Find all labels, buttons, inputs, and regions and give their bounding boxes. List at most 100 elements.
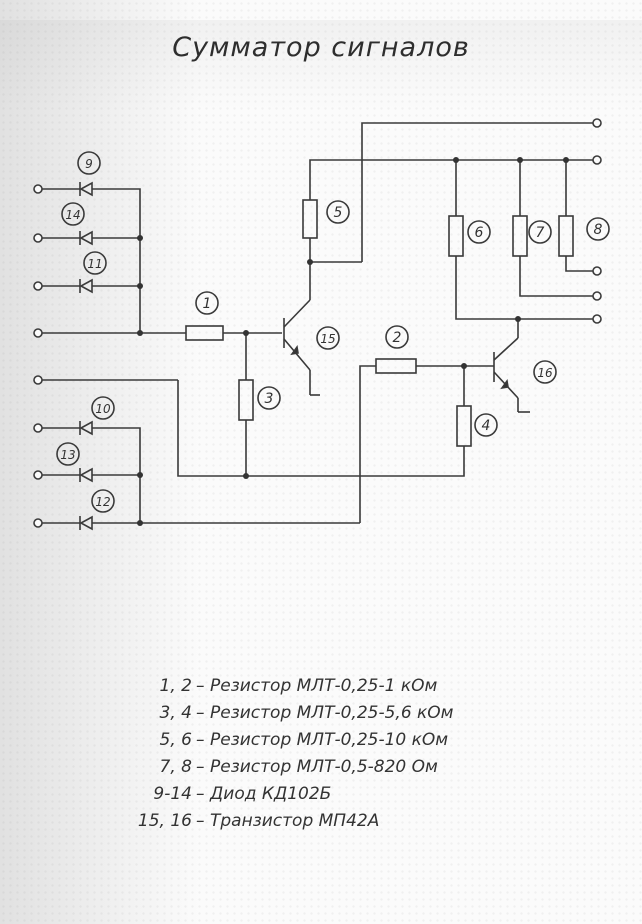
- terminal-output-5: [592, 314, 602, 324]
- terminal-input-1: [33, 184, 43, 194]
- wire-ground-bus: [177, 380, 465, 477]
- junctions: [137, 157, 569, 526]
- legend-dash: –: [196, 811, 205, 831]
- diode-d11: [79, 278, 93, 294]
- legend-desc: Транзистор МП42А: [210, 811, 380, 831]
- label-d14: 14: [65, 208, 80, 222]
- legend-desc: Резистор МЛТ-0,5-820 Ом: [210, 757, 438, 777]
- resistor-r4: [456, 405, 472, 447]
- label-d13: 13: [60, 448, 75, 462]
- terminal-output-1: [592, 118, 602, 128]
- legend-ids: 3, 4: [159, 703, 192, 723]
- terminal-input-2: [33, 233, 43, 243]
- wire-r6-output: [455, 256, 593, 320]
- legend-dash: –: [196, 676, 205, 696]
- junction-dot: [563, 157, 569, 163]
- label-r6: 6: [475, 225, 484, 241]
- legend-row: 9-14 – Диод КД102Б: [0, 781, 642, 808]
- junction-dot: [137, 520, 143, 526]
- junction-dot: [137, 235, 143, 241]
- component-labels: 1 2 3 4 5 6 7 8 9 14 11 10 13 12 15 16: [60, 157, 602, 509]
- junction-dot: [517, 157, 523, 163]
- junction-dot: [243, 330, 249, 336]
- label-r5: 5: [334, 205, 343, 221]
- label-r3: 3: [265, 391, 274, 407]
- resistor-r2: [375, 358, 417, 374]
- label-r8: 8: [594, 222, 603, 238]
- legend-row: 7, 8 – Резистор МЛТ-0,5-820 Ом: [0, 754, 642, 781]
- diodes: [79, 181, 93, 531]
- terminal-input-5: [33, 375, 43, 385]
- component-legend: 1, 2 – Резистор МЛТ-0,25-1 кОм 3, 4 – Ре…: [0, 673, 642, 835]
- label-circles: [56, 151, 610, 513]
- diagram-title: Сумматор сигналов: [172, 32, 470, 63]
- terminal-output-4: [592, 291, 602, 301]
- terminal-input-6: [33, 423, 43, 433]
- wire-top-output: [361, 122, 593, 262]
- legend-desc: Резистор МЛТ-0,25-10 кОм: [210, 730, 449, 750]
- diode-d9: [79, 181, 93, 197]
- label-r7: 7: [536, 225, 545, 241]
- legend-dash: –: [196, 757, 205, 777]
- wire-r8-output: [565, 256, 593, 272]
- resistor-r3: [238, 379, 254, 421]
- legend-row: 1, 2 – Резистор МЛТ-0,25-1 кОм: [0, 673, 642, 700]
- legend-dash: –: [196, 703, 205, 723]
- junction-dot: [453, 157, 459, 163]
- legend-ids: 9-14: [153, 784, 192, 804]
- resistor-r5: [302, 199, 318, 239]
- junction-dot: [137, 330, 143, 336]
- diode-d12: [79, 515, 93, 531]
- wires: [42, 122, 593, 524]
- label-d9: 9: [85, 157, 93, 171]
- legend-ids: 1, 2: [159, 676, 192, 696]
- label-t16: 16: [537, 366, 553, 380]
- terminal-output-3: [592, 266, 602, 276]
- diode-d14: [79, 230, 93, 246]
- terminal-input-4: [33, 328, 43, 338]
- paper-shadow: [0, 0, 200, 924]
- terminal-output-2: [592, 155, 602, 165]
- diode-d13: [79, 467, 93, 483]
- wire-r2-input: [359, 365, 376, 519]
- transistor-t16: [493, 337, 519, 399]
- wire-r7-output: [519, 256, 593, 297]
- resistors: [185, 199, 574, 447]
- junction-dot: [137, 283, 143, 289]
- label-t15: 15: [320, 332, 335, 346]
- junction-dot: [243, 473, 249, 479]
- terminal-input-8: [33, 518, 43, 528]
- label-d10: 10: [95, 402, 111, 416]
- resistor-r1: [185, 325, 224, 341]
- legend-desc: Резистор МЛТ-0,25-1 кОм: [210, 676, 438, 696]
- junction-dot: [515, 316, 521, 322]
- resistor-r7: [512, 215, 528, 257]
- label-d12: 12: [95, 495, 110, 509]
- legend-row: 3, 4 – Резистор МЛТ-0,25-5,6 кОм: [0, 700, 642, 727]
- label-r4: 4: [482, 418, 491, 434]
- label-r2: 2: [393, 330, 402, 346]
- label-r1: 1: [203, 296, 212, 312]
- legend-dash: –: [196, 730, 205, 750]
- legend-desc: Резистор МЛТ-0,25-5,6 кОм: [210, 703, 454, 723]
- resistor-r8: [558, 215, 574, 257]
- wire-diode-bus-lower: [92, 427, 141, 523]
- legend-dash: –: [196, 784, 205, 804]
- terminals: [33, 118, 602, 528]
- legend-ids: 15, 16: [137, 811, 192, 831]
- terminal-input-3: [33, 281, 43, 291]
- legend-ids: 5, 6: [159, 730, 192, 750]
- junction-dot: [461, 363, 467, 369]
- junction-dot: [307, 259, 313, 265]
- terminal-input-7: [33, 470, 43, 480]
- diode-d10: [79, 420, 93, 436]
- transistor-t15: [283, 299, 311, 371]
- legend-row: 15, 16 – Транзистор МП42А: [0, 808, 642, 835]
- paper-shadow-top: [0, 20, 642, 110]
- label-d11: 11: [87, 257, 102, 271]
- junction-dot: [137, 472, 143, 478]
- wire-supply-rail: [309, 159, 593, 200]
- legend-ids: 7, 8: [159, 757, 192, 777]
